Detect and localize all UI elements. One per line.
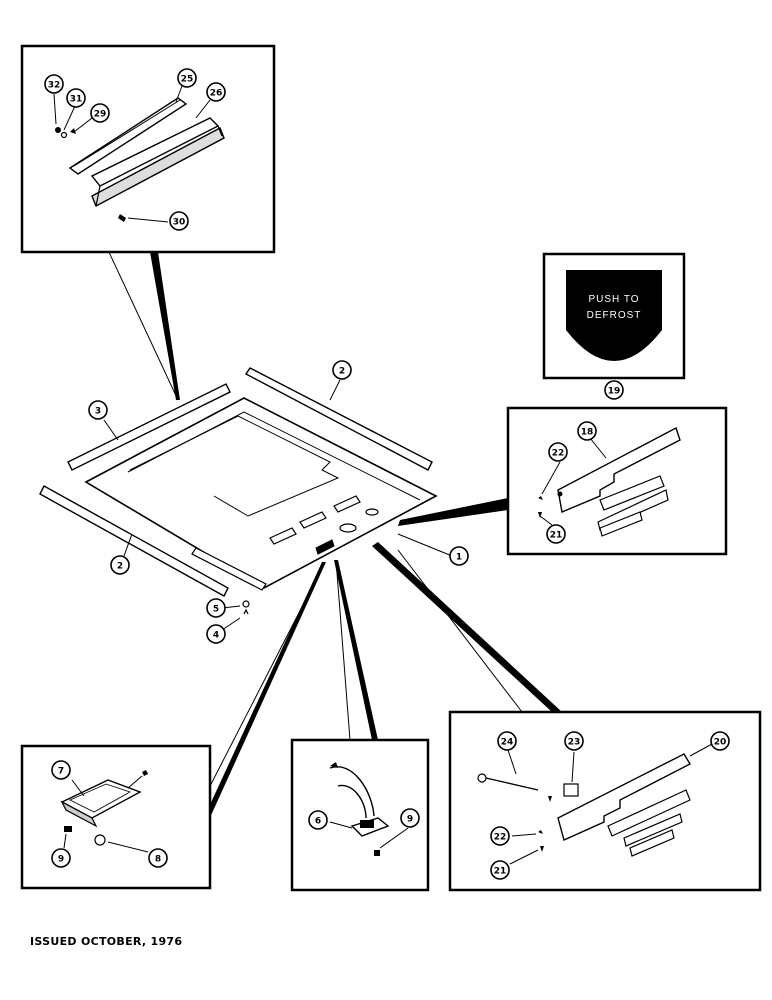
callout-number: 21: [550, 531, 563, 541]
callout-number: 22: [552, 449, 565, 459]
callout-circle: [564, 731, 584, 751]
callout-c3: 3: [88, 400, 108, 420]
callout-c21a: 21: [546, 524, 566, 544]
callout-circle: [206, 82, 226, 102]
callout-c22b: 22: [490, 826, 510, 846]
callout-c25: 25: [177, 68, 197, 88]
callout-number: 3: [95, 407, 101, 417]
callout-circle: [206, 624, 226, 644]
callout-c1: 1: [449, 546, 469, 566]
callout-c6: 6: [308, 810, 328, 830]
callout-number: 31: [70, 95, 83, 105]
callout-number: 1: [456, 553, 462, 563]
callout-circle: [206, 598, 226, 618]
callout-number: 9: [58, 855, 64, 865]
callout-c18: 18: [577, 421, 597, 441]
callout-circle: [546, 524, 566, 544]
callout-c22a: 22: [548, 442, 568, 462]
callout-circle: [490, 826, 510, 846]
callout-number: 19: [608, 387, 621, 397]
callout-number: 29: [94, 110, 107, 120]
callout-number: 26: [210, 89, 223, 99]
callout-circle: [332, 360, 352, 380]
callout-c9a: 9: [51, 848, 71, 868]
callout-c2a: 2: [332, 360, 352, 380]
callout-c29: 29: [90, 103, 110, 123]
callout-number: 8: [155, 855, 161, 865]
callout-c31: 31: [66, 88, 86, 108]
callout-c5: 5: [206, 598, 226, 618]
callout-circle: [490, 860, 510, 880]
inset-bracket-18: [506, 406, 728, 556]
callout-c32: 32: [44, 74, 64, 94]
callout-number: 6: [315, 817, 321, 827]
decal-line-1: PUSH TO: [588, 294, 639, 305]
callout-c21b: 21: [490, 860, 510, 880]
callout-number: 25: [181, 75, 194, 85]
callout-number: 18: [581, 428, 594, 438]
leader-beams: [107, 249, 562, 822]
issued-date: ISSUED OCTOBER, 1976: [30, 935, 183, 948]
callout-number: 23: [568, 738, 581, 748]
callout-c2b: 2: [110, 555, 130, 575]
callout-c7: 7: [51, 760, 71, 780]
callout-c26: 26: [206, 82, 226, 102]
callout-c8: 8: [148, 848, 168, 868]
callout-c23: 23: [564, 731, 584, 751]
callout-circle: [710, 731, 730, 751]
inset-trim-strip: [20, 44, 276, 254]
callout-circle: [449, 546, 469, 566]
headliner-panel: [39, 367, 438, 631]
callout-circle: [88, 400, 108, 420]
inset-dome-light: [20, 744, 212, 890]
callout-number: 4: [213, 631, 219, 641]
callout-c9b: 9: [400, 808, 420, 828]
callout-number: 21: [494, 867, 507, 877]
callout-c24: 24: [497, 731, 517, 751]
callout-circle: [604, 380, 624, 400]
callout-number: 20: [714, 738, 727, 748]
callout-circle: [148, 848, 168, 868]
callout-c20: 20: [710, 731, 730, 751]
callout-circle: [400, 808, 420, 828]
callout-circle: [51, 848, 71, 868]
callout-circle: [110, 555, 130, 575]
callout-c30: 30: [169, 211, 189, 231]
callout-number: 9: [407, 815, 413, 825]
callout-circle: [177, 68, 197, 88]
callout-circle: [66, 88, 86, 108]
callout-c19: 19: [604, 380, 624, 400]
callout-circle: [169, 211, 189, 231]
callout-circle: [44, 74, 64, 94]
decal-line-2: DEFROST: [587, 310, 642, 321]
callout-circle: [497, 731, 517, 751]
callout-circle: [308, 810, 328, 830]
callout-circle: [577, 421, 597, 441]
callout-number: 32: [48, 81, 61, 91]
callout-c4: 4: [206, 624, 226, 644]
callout-number: 2: [339, 367, 345, 377]
callout-number: 22: [494, 833, 507, 843]
callout-number: 5: [213, 605, 219, 615]
callout-circle: [51, 760, 71, 780]
callout-number: 30: [173, 218, 186, 228]
callout-number: 7: [58, 767, 64, 777]
defrost-decal: [566, 270, 662, 361]
callout-number: 2: [117, 562, 123, 572]
callout-circle: [548, 442, 568, 462]
defrost-decal-box: PUSH TO DEFROST: [542, 252, 686, 380]
callout-circle: [90, 103, 110, 123]
callout-number: 24: [501, 738, 514, 748]
